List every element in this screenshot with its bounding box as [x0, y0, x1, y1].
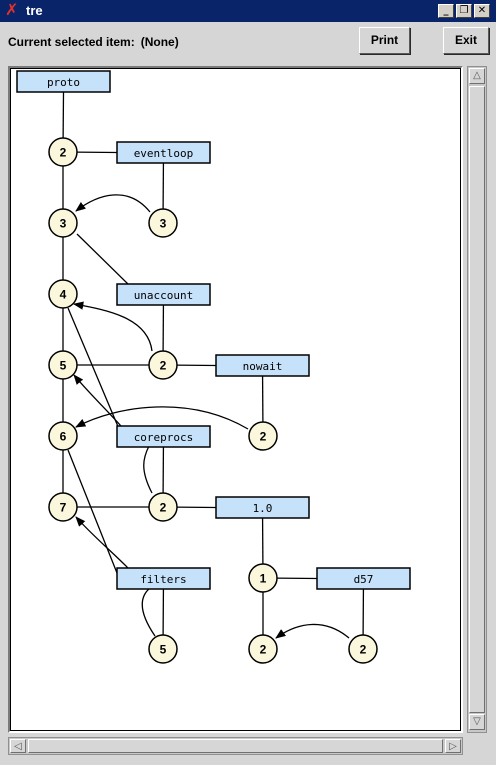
- vertical-scrollbar[interactable]: △ ▽: [467, 66, 487, 733]
- horizontal-scroll-thumb[interactable]: [28, 739, 443, 753]
- graph-node-n2d: [148, 492, 178, 522]
- graph-box-unaccount: [116, 283, 211, 306]
- arrow-filters-to-7: [75, 516, 129, 569]
- tree-graph[interactable]: proto eventloop unaccount nowait coreprocs 1.…: [11, 69, 460, 730]
- graph-node-label-n7: 7: [60, 501, 67, 515]
- graph-node-n3a: [48, 208, 78, 238]
- graph-node-n2b: [148, 350, 178, 380]
- graph-node-n2f: [348, 634, 378, 664]
- graph-node-n2a: [48, 137, 78, 167]
- graph-node-n2e: [248, 634, 278, 664]
- arrow-2c-to-6: [75, 406, 249, 430]
- graph-box-d57: [316, 567, 411, 590]
- print-button[interactable]: Print: [359, 27, 410, 54]
- graph-node-n4: [48, 279, 78, 309]
- graph-node-label-n3b: 3: [160, 217, 167, 231]
- x-logo-icon: ✗: [5, 0, 19, 19]
- scroll-up-icon[interactable]: △: [469, 68, 485, 84]
- graph-box-v10: [215, 496, 310, 519]
- graph-box-proto: [16, 70, 111, 93]
- scroll-left-icon[interactable]: ◁: [10, 739, 26, 753]
- graph-box-eventloop: [116, 141, 211, 164]
- graph-canvas-frame: proto eventloop unaccount nowait coreprocs 1.…: [8, 66, 463, 733]
- arrow-5b-to-filters: [141, 587, 156, 637]
- graph-node-label-n5a: 5: [60, 359, 67, 373]
- graph-node-n5a: [48, 350, 78, 380]
- graph-box-filters: [116, 567, 211, 590]
- graph-box-coreprocs: [116, 425, 211, 448]
- graph-node-n1: [248, 563, 278, 593]
- graph-box-label-d57: d57: [354, 573, 374, 586]
- graph-node-label-n2f: 2: [360, 643, 367, 657]
- graph-box-label-v10: 1.0: [253, 502, 273, 515]
- selected-item-value: (None): [140, 35, 179, 49]
- graph-box-label-nowait: nowait: [243, 360, 283, 373]
- selected-item-status: Current selected item: (None): [8, 34, 179, 50]
- graph-canvas[interactable]: proto eventloop unaccount nowait coreprocs 1.…: [10, 68, 461, 731]
- graph-box-label-filters: filters: [140, 573, 186, 586]
- scroll-down-icon[interactable]: ▽: [469, 714, 485, 730]
- graph-box-label-eventloop: eventloop: [134, 147, 194, 160]
- arrow-2b-to-4: [72, 301, 153, 352]
- graph-node-label-n4: 4: [60, 288, 67, 302]
- window-title: tre: [26, 3, 43, 18]
- toolbar: Current selected item: (None) Print Exit: [0, 22, 496, 62]
- vertical-scroll-thumb[interactable]: [469, 86, 485, 713]
- graph-box-label-unaccount: unaccount: [134, 289, 194, 302]
- minimize-icon[interactable]: _: [438, 4, 454, 18]
- exit-button[interactable]: Exit: [443, 27, 489, 54]
- graph-box-nowait: [215, 354, 310, 377]
- arrow-2d-to-coreprocs: [143, 445, 153, 494]
- graph-node-label-n2d: 2: [160, 501, 167, 515]
- scroll-right-icon[interactable]: ▷: [445, 739, 461, 753]
- arrow-3b-to-3a: [75, 194, 151, 213]
- selected-item-label: Current selected item:: [8, 35, 135, 49]
- graph-node-label-n5b: 5: [160, 643, 167, 657]
- title-bar[interactable]: ✗ tre _ ❐ ✕: [0, 0, 496, 22]
- graph-edge: [76, 233, 129, 285]
- close-icon[interactable]: ✕: [474, 4, 490, 18]
- horizontal-scrollbar[interactable]: ◁ ▷: [8, 737, 463, 755]
- graph-node-label-n1: 1: [260, 572, 267, 586]
- graph-box-label-coreprocs: coreprocs: [134, 431, 194, 444]
- graph-node-label-n2c: 2: [260, 430, 267, 444]
- graph-node-label-n2a: 2: [60, 146, 67, 160]
- graph-node-label-n2b: 2: [160, 359, 167, 373]
- graph-edge: [67, 307, 123, 437]
- arrow-coreprocs-to-5: [73, 374, 122, 427]
- maximize-icon[interactable]: ❐: [456, 4, 472, 18]
- graph-node-label-n6: 6: [60, 430, 67, 444]
- graph-node-label-n2e: 2: [260, 643, 267, 657]
- graph-node-n5b: [148, 634, 178, 664]
- graph-box-label-proto: proto: [47, 76, 80, 89]
- graph-node-n6: [48, 421, 78, 451]
- arrow-2f-to-2e: [275, 623, 350, 639]
- graph-node-n3b: [148, 208, 178, 238]
- graph-node-n2c: [248, 421, 278, 451]
- graph-node-label-n3a: 3: [60, 217, 67, 231]
- graph-edge: [67, 449, 118, 574]
- graph-node-n7: [48, 492, 78, 522]
